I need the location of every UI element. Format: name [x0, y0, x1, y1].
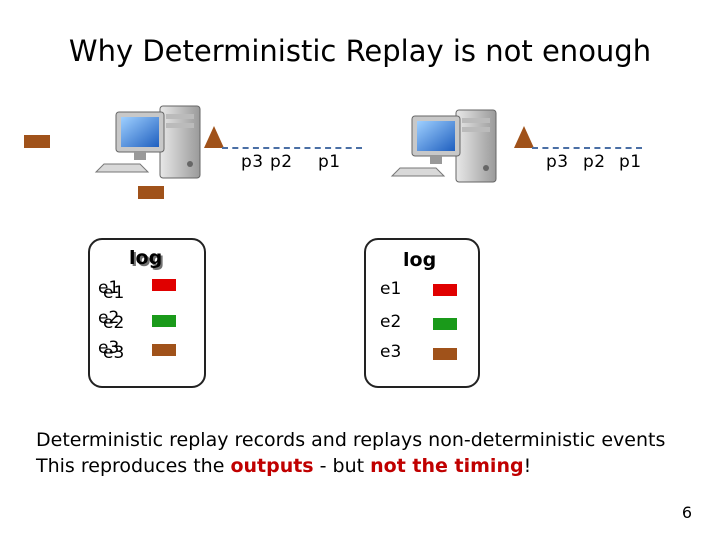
- page-number: 6: [682, 503, 692, 522]
- caption-line-1: Deterministic replay records and replays…: [36, 429, 665, 451]
- caption-timing: not the timing: [370, 455, 523, 477]
- packet-p3: p3: [241, 152, 264, 172]
- event-label-e1: e1: [98, 278, 119, 298]
- event-color-e2: [433, 318, 457, 330]
- transmit-arrow-icon: [514, 126, 534, 148]
- event-label-e3: e3: [98, 338, 119, 358]
- caption-line-2: This reproduces the outputs - but not th…: [36, 455, 531, 477]
- event-color-e2: [152, 315, 176, 327]
- log-label: log: [129, 247, 162, 269]
- event-color-e1: [433, 284, 457, 296]
- event-color-e1: [152, 279, 176, 291]
- network-link-line: [532, 147, 642, 149]
- computer-icon: [388, 104, 504, 186]
- caption-text: - but: [314, 455, 371, 477]
- packet-p1: p1: [318, 152, 341, 172]
- packet-p2: p2: [583, 152, 606, 172]
- slide-title: Why Deterministic Replay is not enough: [0, 34, 720, 68]
- event-label-e1: e1: [380, 279, 401, 299]
- log-label: log: [403, 249, 436, 271]
- event-marker-below-computer: [138, 186, 164, 199]
- event-color-e3: [152, 344, 176, 356]
- transmit-arrow-icon: [204, 126, 224, 148]
- caption-outputs: outputs: [230, 455, 313, 477]
- packet-p3: p3: [546, 152, 569, 172]
- caption-text: This reproduces the: [36, 455, 230, 477]
- event-color-e3: [433, 348, 457, 360]
- packet-p1: p1: [619, 152, 642, 172]
- caption-text: !: [524, 455, 532, 477]
- event-label-e3: e3: [380, 342, 401, 362]
- network-link-line: [222, 147, 362, 149]
- event-label-e2: e2: [380, 312, 401, 332]
- packet-p2: p2: [270, 152, 293, 172]
- computer-icon: [92, 100, 208, 182]
- event-label-e2: e2: [98, 308, 119, 328]
- event-marker-floating-left: [24, 135, 50, 148]
